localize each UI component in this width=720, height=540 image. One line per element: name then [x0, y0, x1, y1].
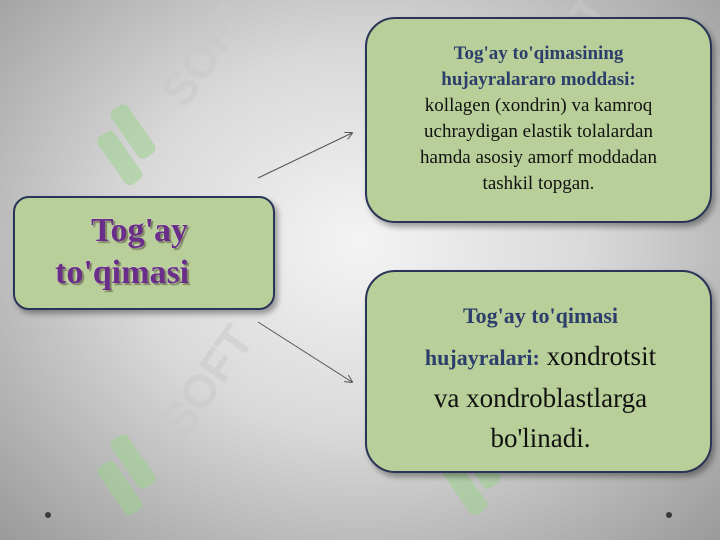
top-body-line3: hamda asosiy amorf moddadan — [420, 147, 657, 168]
intercellular-substance-box: Tog'ay to'qimasining hujayralararo modda… — [365, 17, 712, 223]
top-heading-line1: Tog'ay to'qimasining — [453, 43, 624, 64]
corner-dot-left — [45, 512, 51, 518]
cartilage-cells-text: Tog'ay to'qimasi hujayralari: xondrotsit… — [381, 296, 700, 458]
main-concept-box: Tog'ay to'qimasi — [13, 196, 275, 310]
top-body-line1: kollagen (xondrin) va kamroq — [424, 95, 653, 116]
cartilage-cells-box: Tog'ay to'qimasi hujayralari: xondrotsit… — [365, 270, 712, 473]
bottom-heading-line1: Tog'ay to'qimasi — [462, 303, 619, 328]
top-body-line2: uchraydigan elastik tolalardan — [424, 121, 653, 142]
bottom-heading-line2: hujayralari — [424, 345, 533, 370]
top-body-line4: tashkil topgan. — [482, 173, 595, 194]
bottom-body-part1: xondrotsit — [539, 341, 657, 371]
top-heading-line2: hujayralararo moddasi: — [441, 69, 636, 90]
bottom-body-line2: va xondroblastlarga — [433, 383, 648, 413]
main-title-line1: Tog'ay — [91, 212, 189, 249]
bottom-colon: : — [532, 345, 540, 370]
arrow-to-bottom-box — [257, 321, 352, 382]
corner-dot-right — [666, 512, 672, 518]
bottom-body-line3: bo'linadi. — [490, 423, 591, 453]
main-title: Tog'ay to'qimasi — [15, 210, 273, 294]
intercellular-substance-text: Tog'ay to'qimasining hujayralararo modda… — [381, 41, 696, 197]
arrow-to-top-box — [257, 133, 352, 179]
main-title-line2: to'qimasi — [55, 254, 190, 291]
